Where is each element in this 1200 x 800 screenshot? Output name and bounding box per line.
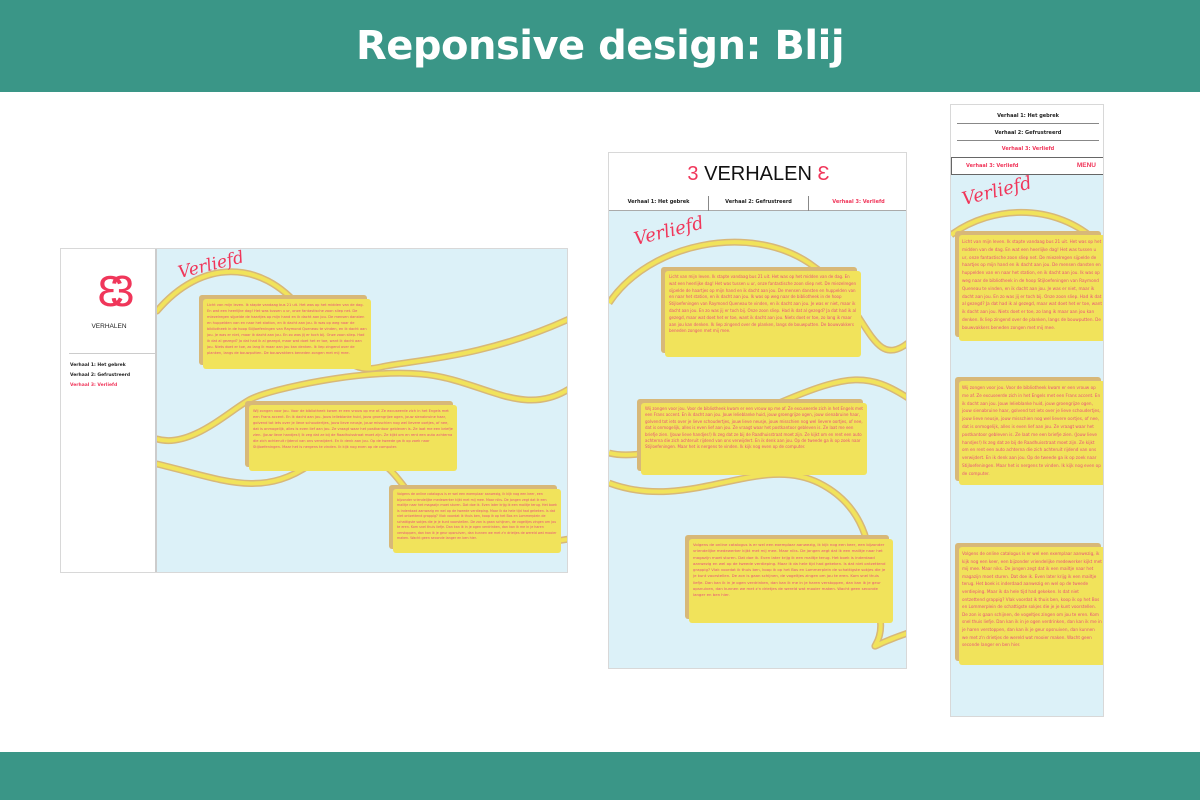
logo: Ɛ3: [85, 267, 135, 317]
nav-bar: Verhaal 1: Het gebrek Verhaal 2: Gefrust…: [609, 196, 906, 211]
nav-item-verhaal-1[interactable]: Verhaal 1: Het gebrek: [70, 363, 126, 368]
menu-button[interactable]: MENU: [1076, 162, 1096, 169]
tablet-header: 3 VERHALEN Ɛ Verhaal 1: Het gebrek Verha…: [609, 153, 906, 211]
nav-item-verhaal-3[interactable]: Verhaal 3: Verliefd: [1001, 146, 1055, 152]
text-box-3: Volgens de online catalogus is er wel ee…: [689, 539, 893, 623]
logo-symbol-right: Ɛ: [817, 163, 830, 185]
nav-item-verhaal-3[interactable]: Verhaal 3: Verliefd: [70, 383, 118, 388]
text-box-3: Volgens de online catalogus is er wel ee…: [959, 547, 1103, 665]
text-box-2: Wij zongen voor jou. Voor de bibliotheek…: [959, 381, 1103, 485]
sidebar: Ɛ3 VERHALEN Verhaal 1: Het gebrek Verhaa…: [61, 249, 157, 572]
logo-symbol-left: 3: [687, 163, 699, 185]
decorative-curves: [951, 209, 1103, 253]
footer-bar: [0, 752, 1200, 800]
current-page-label: Verhaal 3: Verliefd: [966, 163, 1019, 169]
text-box-3: Volgens de online catalogus is er wel ee…: [393, 489, 561, 553]
text-box-1: Licht van mijn leven. Ik stapte vandaag …: [959, 235, 1103, 341]
tablet-mockup: 3 VERHALEN Ɛ Verhaal 1: Het gebrek Verha…: [608, 152, 907, 669]
mobile-nav: Verhaal 1: Het gebrek Verhaal 2: Gefrust…: [951, 105, 1103, 175]
logo-text: VERHALEN: [91, 323, 127, 330]
text-box-2: Wij zongen voor jou. Voor de bibliotheek…: [249, 405, 457, 471]
logo-symbol-right: 3: [110, 267, 135, 316]
nav-item-verhaal-3[interactable]: Verhaal 3: Verliefd: [832, 199, 885, 205]
nav-item-verhaal-2[interactable]: Verhaal 2: Gefrustreerd: [957, 125, 1099, 141]
page-title: Reponsive design: Blij: [355, 23, 845, 69]
logo-text: VERHALEN: [704, 163, 812, 185]
text-box-1: Licht van mijn leven. Ik stapte vandaag …: [665, 271, 861, 357]
logo: 3 VERHALEN Ɛ: [609, 161, 906, 187]
logo-symbol-left: Ɛ: [97, 267, 123, 316]
nav-item-verhaal-1[interactable]: Verhaal 1: Het gebrek: [609, 196, 709, 211]
nav-item-verhaal-2[interactable]: Verhaal 2: Gefrustreerd: [70, 373, 131, 378]
text-box-2: Wij zongen voor jou. Voor de bibliotheek…: [641, 403, 867, 475]
nav-item-verhaal-2[interactable]: Verhaal 2: Gefrustreerd: [709, 196, 809, 211]
mobile-mockup: Verhaal 1: Het gebrek Verhaal 2: Gefrust…: [950, 104, 1104, 717]
desktop-mockup: Ɛ3 VERHALEN Verhaal 1: Het gebrek Verhaa…: [60, 248, 568, 573]
text-box-1: Licht van mijn leven. Ik stapte vandaag …: [203, 299, 371, 369]
nav-item-verhaal-1[interactable]: Verhaal 1: Het gebrek: [957, 108, 1099, 124]
divider: [69, 353, 155, 354]
menu-bar[interactable]: Verhaal 3: Verliefd MENU: [951, 157, 1103, 175]
header-bar: Reponsive design: Blij: [0, 0, 1200, 92]
